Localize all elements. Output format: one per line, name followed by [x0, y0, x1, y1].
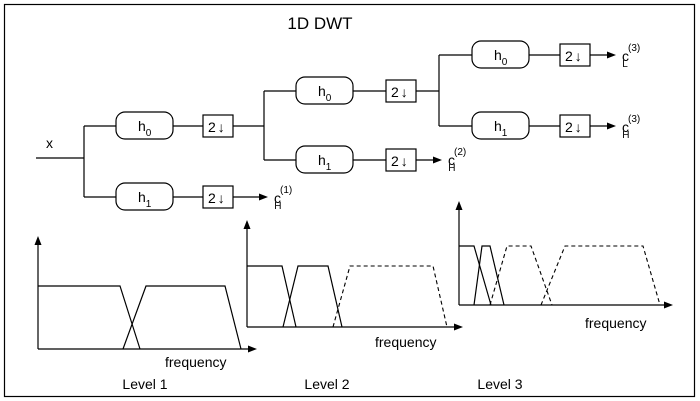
level1-highpass-downsampler: 2↓: [202, 185, 234, 209]
level2-lowpass-downsampler: 2↓: [385, 79, 417, 103]
plot-level2: frequency Level 2: [243, 220, 463, 392]
level3-highpass-downsampler: 2↓: [559, 114, 591, 138]
x-axis-label: frequency: [585, 315, 646, 331]
axis-arrow-icon: [455, 201, 463, 210]
axis-arrow-icon: [664, 301, 673, 309]
arrow-head-icon: [607, 122, 616, 130]
plot-level1: frequency Level 1: [34, 236, 257, 392]
level2-highpass-filter: h1: [295, 145, 354, 174]
diagram-frame: [3, 3, 696, 398]
arrow-head-icon: [259, 193, 268, 201]
input-label: x: [46, 135, 53, 151]
svg-text:h0: h0: [318, 83, 332, 104]
arrow-head-icon: [433, 156, 442, 164]
svg-text:2↓: 2↓: [208, 190, 225, 206]
axis-arrow-icon: [454, 323, 463, 331]
lowpass-response: [247, 265, 297, 328]
svg-text:h0: h0: [494, 47, 508, 68]
diagram-title: 1D DWT: [287, 14, 352, 33]
level-label: Level 2: [304, 376, 349, 392]
axis-arrow-icon: [34, 236, 42, 245]
level1-highpass-filter: h1: [115, 182, 174, 211]
output-cL3: c(3)L: [622, 43, 640, 70]
down-arrow-icon: ↓: [575, 48, 582, 64]
svg-text:h1: h1: [318, 152, 332, 173]
filter-subscript: 1: [146, 199, 152, 210]
level2-lowpass-filter: h0: [295, 76, 354, 105]
down-arrow-icon: ↓: [401, 84, 408, 100]
level1-lowpass-filter: h0: [115, 111, 174, 140]
plot-level3: frequency Level 3: [455, 201, 673, 392]
level-label: Level 3: [477, 376, 522, 392]
filter-name: h: [138, 189, 146, 205]
down-arrow-icon: ↓: [575, 119, 582, 135]
svg-text:2↓: 2↓: [565, 119, 582, 135]
down-arrow-icon: ↓: [218, 190, 225, 206]
highpass-response: [122, 285, 242, 350]
lowpass-response: [459, 245, 492, 306]
svg-text:2↓: 2↓: [391, 153, 408, 169]
x-axis-label: frequency: [375, 334, 436, 350]
output-cH2: c(2)H: [448, 147, 466, 174]
x-axis-label: frequency: [165, 354, 226, 370]
svg-text:2↓: 2↓: [565, 48, 582, 64]
bandpass-response-1: [473, 245, 505, 306]
filter-name: h: [138, 118, 146, 134]
svg-text:2↓: 2↓: [208, 119, 225, 135]
level1-lowpass-downsampler: 2↓: [202, 114, 234, 138]
level3-lowpass-downsampler: 2↓: [559, 43, 591, 67]
level-label: Level 1: [122, 376, 167, 392]
level3-lowpass-filter: h0: [471, 40, 530, 69]
axis-arrow-icon: [243, 220, 251, 229]
axis-arrow-icon: [248, 345, 257, 353]
level2-highpass-downsampler: 2↓: [385, 148, 417, 172]
svg-text:2↓: 2↓: [391, 84, 408, 100]
downsample-factor: 2: [208, 119, 216, 135]
bandpass-response-2: [489, 245, 553, 306]
down-arrow-icon: ↓: [401, 153, 408, 169]
output-cH1: c(1)H: [274, 185, 292, 212]
lowpass-response: [38, 285, 141, 350]
filter-subscript: 0: [146, 128, 152, 139]
svg-text:h0: h0: [138, 118, 152, 139]
svg-text:h1: h1: [138, 189, 152, 210]
highpass-response: [332, 265, 448, 328]
svg-text:h1: h1: [494, 118, 508, 139]
down-arrow-icon: ↓: [218, 119, 225, 135]
level3-highpass-filter: h1: [471, 111, 530, 140]
highpass-response: [540, 245, 661, 306]
output-cH3: c(3)H: [622, 114, 640, 141]
bandpass-response: [282, 265, 343, 328]
arrow-head-icon: [607, 51, 616, 59]
filter-bank: x h0 2↓ h1 2↓ c(1)H: [36, 40, 640, 212]
